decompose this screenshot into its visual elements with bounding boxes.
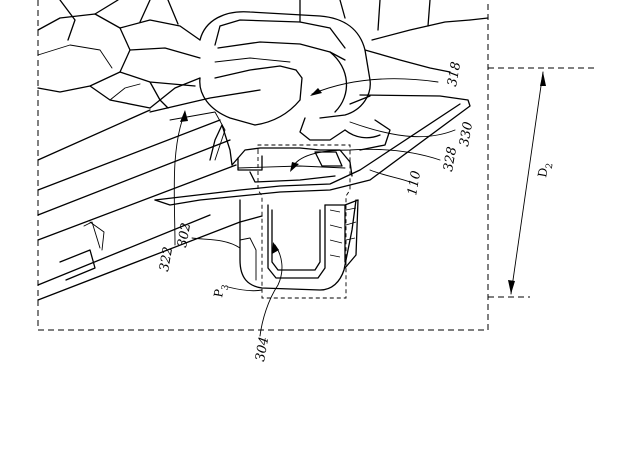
reference-labels: 318 330 328 110 322 302 304 P3 D2 [157, 61, 555, 363]
dimension-d2 [508, 72, 546, 294]
label-p3: P3 [211, 282, 231, 299]
upper-body [38, 0, 200, 108]
label-304: 304 [253, 336, 272, 363]
rail-structure [38, 110, 262, 300]
label-330: 330 [457, 121, 476, 148]
label-110: 110 [405, 170, 424, 197]
flange-plate [150, 90, 470, 205]
clip-barb [240, 200, 358, 290]
clip-head [200, 0, 488, 140]
label-d2: D2 [535, 161, 555, 179]
label-302: 302 [175, 222, 194, 249]
label-322: 322 [157, 246, 176, 273]
label-318: 318 [445, 61, 464, 88]
detail-boundary [38, 0, 598, 330]
label-328: 328 [441, 146, 460, 173]
